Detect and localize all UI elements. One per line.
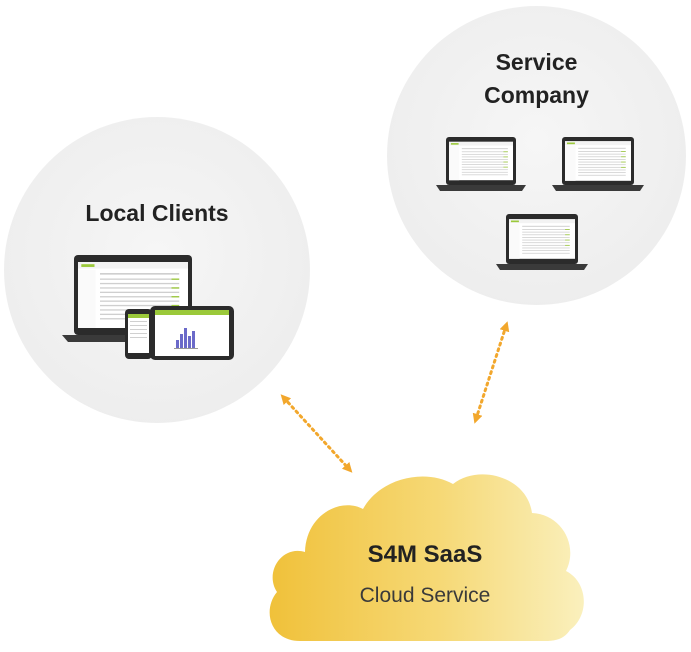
laptop-icon xyxy=(436,137,526,191)
local-clients-title: Local Clients xyxy=(85,200,229,226)
service-company-title-line2: Company xyxy=(484,82,589,108)
cloud-subtitle: Cloud Service xyxy=(359,584,491,607)
laptop-icon xyxy=(552,137,644,191)
service-company-title-line1: Service xyxy=(495,49,578,75)
service-company-title: Service Company xyxy=(387,46,686,112)
tablet-icon xyxy=(150,306,234,360)
cloud-title: S4M SaaS xyxy=(367,541,483,568)
laptop-icon xyxy=(496,214,588,270)
cloud-icon xyxy=(269,474,584,641)
phone-icon xyxy=(125,309,152,359)
double-arrow-icon xyxy=(280,394,353,473)
double-arrow-icon xyxy=(472,321,510,424)
